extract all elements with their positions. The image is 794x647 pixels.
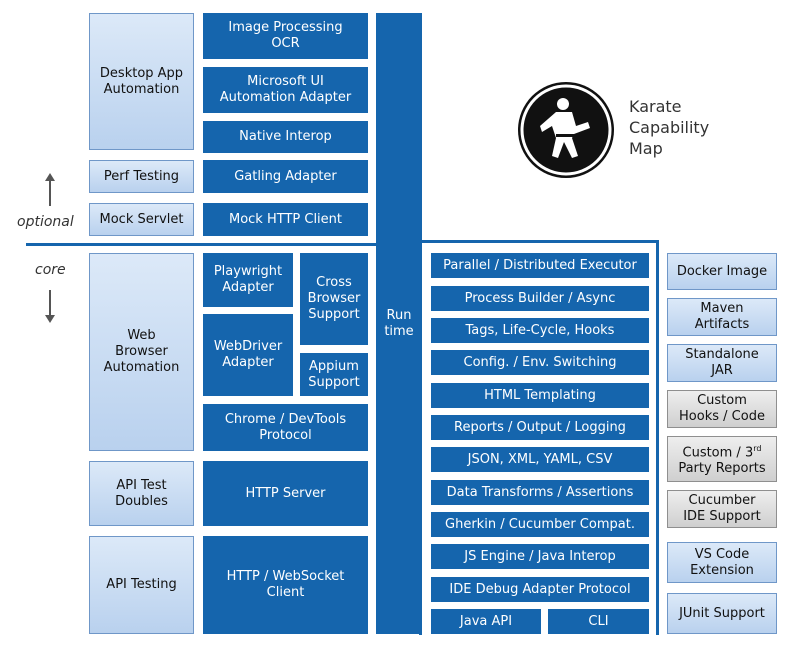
core-item: Reports / Output / Logging <box>431 415 649 440</box>
vs-code-extension: VS Code Extension <box>667 542 777 583</box>
cli: CLI <box>548 609 649 634</box>
web-browser-automation: Web Browser Automation <box>89 253 194 451</box>
appium-support: Appium Support <box>300 353 368 396</box>
api-test-doubles: API Test Doubles <box>89 461 194 526</box>
cross-browser-support: Cross Browser Support <box>300 253 368 345</box>
http-websocket-client: HTTP / WebSocket Client <box>203 536 368 634</box>
core-item: Tags, Life-Cycle, Hooks <box>431 318 649 343</box>
chrome-devtools-protocol: Chrome / DevTools Protocol <box>203 404 368 451</box>
optional-label: optional <box>17 214 74 230</box>
runtime-column: Run time <box>376 13 422 634</box>
divider-line-right-vertical <box>656 240 659 635</box>
core-item: IDE Debug Adapter Protocol <box>431 577 649 602</box>
native-interop: Native Interop <box>203 121 368 153</box>
perf-testing: Perf Testing <box>89 160 194 193</box>
karate-fighter-icon <box>518 82 614 178</box>
page-title: Karate Capability Map <box>629 97 710 158</box>
docker-image: Docker Image <box>667 253 777 290</box>
core-item: JSON, XML, YAML, CSV <box>431 447 649 472</box>
microsoft-ui-automation-adapter: Microsoft UI Automation Adapter <box>203 67 368 113</box>
java-api: Java API <box>431 609 541 634</box>
mock-servlet: Mock Servlet <box>89 203 194 236</box>
divider-line-left <box>26 243 419 246</box>
core-item: Data Transforms / Assertions <box>431 480 649 505</box>
image-processing-ocr: Image Processing OCR <box>203 13 368 59</box>
core-item: Config. / Env. Switching <box>431 350 649 375</box>
custom-hooks-code: Custom Hooks / Code <box>667 390 777 428</box>
reports-label-a: Custom / 3 <box>682 445 754 461</box>
cucumber-ide-support: Cucumber IDE Support <box>667 490 777 528</box>
core-item: Gherkin / Cucumber Compat. <box>431 512 649 537</box>
http-server: HTTP Server <box>203 461 368 526</box>
webdriver-adapter: WebDriver Adapter <box>203 314 293 396</box>
divider-line-right <box>419 240 659 243</box>
core-item: Parallel / Distributed Executor <box>431 253 649 278</box>
core-label: core <box>35 262 66 278</box>
gatling-adapter: Gatling Adapter <box>203 160 368 193</box>
playwright-adapter: Playwright Adapter <box>203 253 293 307</box>
arrow-up-icon <box>45 173 55 206</box>
mock-http-client: Mock HTTP Client <box>203 203 368 236</box>
arrow-down-icon <box>45 290 55 323</box>
core-item: Process Builder / Async <box>431 286 649 311</box>
desktop-app-automation: Desktop App Automation <box>89 13 194 150</box>
junit-support: JUnit Support <box>667 593 777 634</box>
api-testing: API Testing <box>89 536 194 634</box>
core-item: JS Engine / Java Interop <box>431 544 649 569</box>
reports-label-b: Party Reports <box>678 461 766 477</box>
reports-superscript: rd <box>753 443 762 453</box>
standalone-jar: Standalone JAR <box>667 344 777 382</box>
maven-artifacts: Maven Artifacts <box>667 298 777 336</box>
core-item: HTML Templating <box>431 383 649 408</box>
